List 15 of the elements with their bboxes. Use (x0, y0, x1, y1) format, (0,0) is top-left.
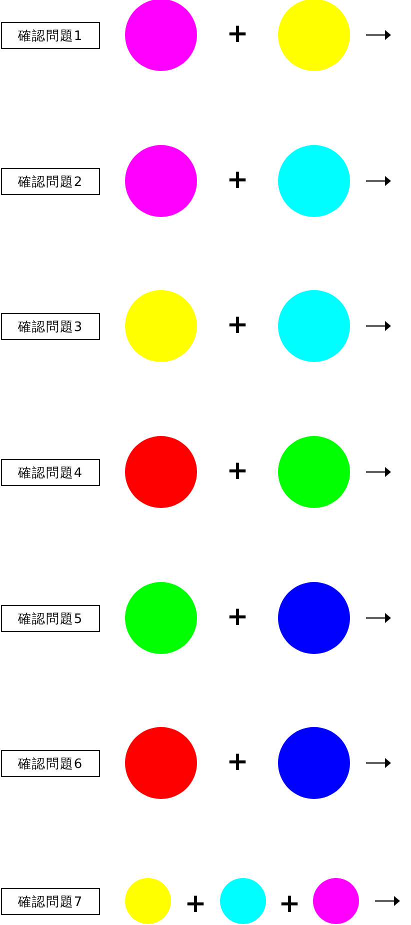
plus-sign: + (226, 21, 250, 47)
plus-sign: + (226, 749, 250, 775)
question-label: 確認問題2 (1, 168, 100, 195)
question-label: 確認問題1 (1, 22, 100, 49)
question-label: 確認問題6 (1, 750, 100, 777)
plus-sign: + (226, 604, 250, 630)
plus-sign: + (184, 891, 208, 917)
question-label: 確認問題3 (1, 313, 100, 340)
plus-sign: + (278, 891, 302, 917)
question-label: 確認問題5 (1, 605, 100, 632)
plus-sign: + (226, 458, 250, 484)
plus-sign: + (226, 167, 250, 193)
question-label: 確認問題4 (1, 459, 100, 486)
question-label: 確認問題7 (1, 888, 100, 915)
plus-sign: + (226, 312, 250, 338)
